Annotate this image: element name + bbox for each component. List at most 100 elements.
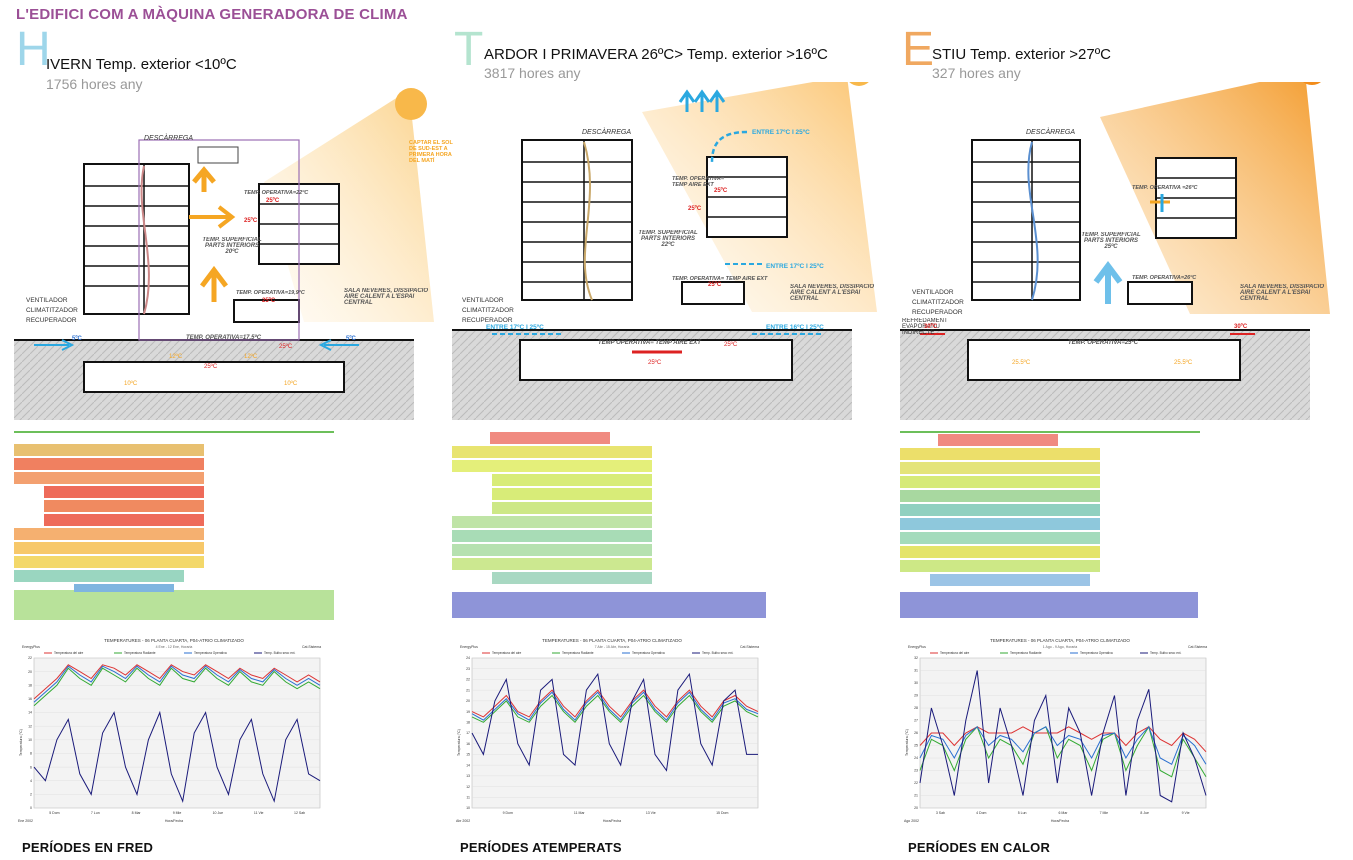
sun-icon [1303,82,1321,85]
legend-recuperator: RECUPERADOR [26,317,77,324]
thermal-heatmap [900,430,1220,622]
series-line [33,667,321,707]
x-tick-label: 7 Lun [91,811,100,815]
sun-icon [395,88,427,120]
y-tick-label: 20 [28,670,32,674]
label-operative-temp-mid: TEMP. OPERATIVA=19,9ºC [236,289,306,296]
chart-title: TEMPERATURES - 06 PLANTA CUARTA, P04-ATR… [542,638,682,643]
y-tick-label: 20 [466,699,470,703]
y-tick-label: 18 [466,720,470,724]
temp-label: 25ºC [648,359,662,366]
y-tick-label: 29 [914,694,918,698]
legend-air-handler: CLIMATITZADOR [26,307,78,314]
x-tick-label: 4 Dom [976,811,986,815]
y-tick-label: 10 [28,738,32,742]
x-tick-label: 9 Mie [173,811,182,815]
season-autumn-spring: T ARDOR I PRIMAVERA 26ºC> Temp. exterior… [452,22,892,860]
label-capture-sun: CAPTAR EL SOL DE SUD-EST A PRIMERA HORA … [409,140,453,164]
fridge-room [1127,281,1193,305]
season-summer: E STIU Temp. exterior >27ºC 327 hores an… [900,22,1340,860]
temp-label: 25.5ºC [1012,359,1031,366]
label-operative-temp-top: TEMP. OPERATIVA=22ºC [244,189,309,196]
legend-item: Temp. Bulbo seco ext. [702,651,733,655]
y-tick-label: 16 [466,742,470,746]
chart-xlabel: Hora/Fecha [165,819,183,823]
building-section-diagram: DESCÀRREGA TEMP. OPERATIVA =26ºC TEMP. S… [900,82,1330,420]
x-tick-label: 12 Sab [294,811,305,815]
x-tick-label: 11 Mar [574,811,585,815]
y-tick-label: 22 [28,656,32,660]
y-tick-label: 22 [914,781,918,785]
label-operative-temp-bottom: TEMP. OPERATIVA=25ºC [1068,339,1139,346]
y-tick-label: 6 [30,765,32,769]
x-tick-label: 11 Vie [254,811,264,815]
series-line [471,672,758,772]
y-tick-label: 25 [914,744,918,748]
warm-air-arrow [192,166,216,192]
y-tick-label: 15 [466,753,470,757]
sun-icon [849,82,869,86]
temp-label: 10ºC [284,380,298,387]
label-discharge: DESCÀRREGA [144,133,193,142]
legend-item: Temperatura Radiante [562,651,594,655]
legend-item: Temperatura del aire [940,651,969,655]
chart-xlabel: Hora/Fecha [603,819,621,823]
season-header: T ARDOR I PRIMAVERA 26ºC> Temp. exterior… [452,22,892,92]
y-tick-label: 4 [30,779,32,783]
x-tick-label: 10 Jue [213,811,224,815]
y-tick-label: 20 [914,806,918,810]
season-hours: 327 hores any [932,65,1021,81]
y-tick-label: 11 [466,795,470,799]
legend-fan: VENTILADOR [912,289,954,296]
y-tick-label: 8 [30,752,32,756]
chart-brand-right: Cat.Sistema [1188,645,1207,649]
y-tick-label: 0 [30,806,32,810]
label-operative-temp-top: TEMP. OPERATIVA= TEMP AIRE EXT [672,176,725,188]
season-initial: H [16,23,51,76]
page-title: L'EDIFICI COM A MÀQUINA GENERADORA DE CL… [16,6,408,23]
y-tick-label: 26 [914,731,918,735]
building-left-block [83,163,190,315]
series-line [919,670,1207,803]
label-operative-temp-top: TEMP. OPERATIVA =26ºC [1132,184,1199,191]
temp-label: 25ºC [262,298,276,304]
label-discharge: DESCÀRREGA [1026,127,1075,136]
chart-brand-right: Cat.Sistema [740,645,759,649]
x-tick-label: 8 Jue [1140,811,1149,815]
basement [519,339,793,381]
label-operative-temp-bottom: TEMP OPERATIVA= TEMP AIRE EXT [598,340,702,346]
y-tick-label: 23 [466,667,470,671]
label-surface-temp: TEMP. SUPERFICIAL PARTS INTERIORS 20ºC [202,237,262,255]
label-fridge-room: SALA NEVERES, DISSIPACIÓ AIRE CALENT A L… [1240,284,1325,302]
season-title: IVERN Temp. exterior <10ºC [46,56,237,73]
season-header: E STIU Temp. exterior >27ºC 327 hores an… [900,22,1340,92]
series-line [471,691,759,721]
y-tick-label: 13 [466,774,470,778]
y-tick-label: 30 [914,681,918,685]
air-exhaust-arrow [678,89,696,112]
temperature-chart: TEMPERATURES - 06 PLANTA CUARTA, P04-ATR… [900,636,1216,826]
x-tick-label: 13 Vie [646,811,656,815]
y-tick-label: 14 [28,711,32,715]
series-line [33,664,321,700]
series-line [471,694,759,724]
chart-subtitle: 4 Ene - 12 Ene, Horaria [156,645,193,649]
season-winter: H IVERN Temp. exterior <10ºC 1756 hores … [14,22,454,860]
building-left-block [971,139,1081,301]
label-surface-temp: TEMP. SUPERFICIAL PARTS INTERIORS 22ºC [638,230,698,248]
chart-brand: EnergyPlus [460,645,478,649]
temp-label: 12ºC [244,353,258,360]
fridge-room [681,281,745,305]
legend-item: Temp. Bulbo seco ext. [1150,651,1181,655]
legend-air-handler: CLIMATITZADOR [912,299,964,306]
legend-item: Temp. Bulbo seco ext. [264,651,295,655]
temp-label: 10ºC [124,380,138,387]
air-exhaust-arrow [708,89,726,112]
label-range-left: ENTRE 17ºC I 25ºC [486,324,544,331]
season-hours: 3817 hores any [484,65,581,81]
atrium-outline [138,139,300,341]
building-section-diagram: DESCÀRREGA ENTRE 17ºC I 25ºC TEMP. OPERA… [452,82,877,420]
temp-label: 25ºC [279,343,293,350]
series-line [471,689,759,718]
chart-brand: EnergyPlus [22,645,40,649]
